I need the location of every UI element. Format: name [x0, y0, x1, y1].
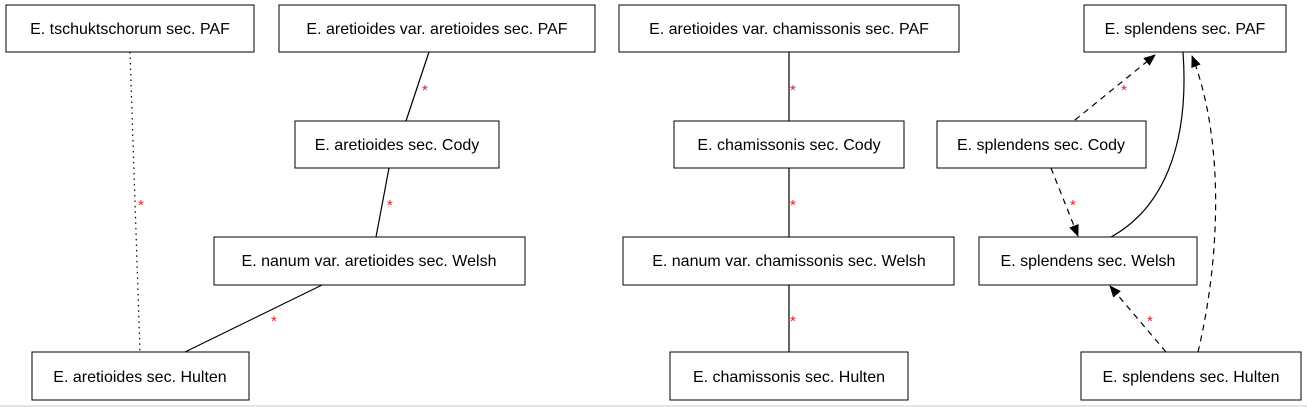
node-splendens-paf: E. splendens sec. PAF	[1083, 4, 1287, 53]
edge-marker-star: *	[790, 197, 796, 214]
node-label: E. splendens sec. PAF	[1105, 21, 1266, 38]
node-label: E. aretioides sec. Hulten	[53, 369, 226, 386]
node-label: E. tschuktschorum sec. PAF	[30, 21, 230, 38]
node-label: E. aretioides var. aretioides sec. PAF	[306, 21, 567, 38]
node-label: E. aretioides var. chamissonis sec. PAF	[649, 21, 929, 38]
edge-splend-hulten-to-splend-paf	[1191, 55, 1217, 353]
node-label: E. splendens sec. Hulten	[1103, 369, 1280, 386]
node-label: E. nanum var. aretioides sec. Welsh	[242, 253, 497, 270]
edge-marker-star: *	[271, 313, 277, 330]
node-chamissonis-cody: E. chamissonis sec. Cody	[673, 120, 905, 169]
node-label: E. chamissonis sec. Hulten	[693, 369, 885, 386]
edge-splend-cody-to-splend-welsh: *	[1050, 167, 1079, 237]
edge-marker-star: *	[1121, 82, 1127, 99]
node-aretioides-hulten: E. aretioides sec. Hulten	[31, 351, 250, 401]
node-aretioides-var-aretioides-paf: E. aretioides var. aretioides sec. PAF	[278, 4, 596, 53]
node-splendens-hulten: E. splendens sec. Hulten	[1080, 351, 1302, 401]
edge-aret-paf-to-aret-cody: *	[405, 51, 430, 122]
node-label: E. chamissonis sec. Cody	[697, 137, 880, 154]
node-chamissonis-hulten: E. chamissonis sec. Hulten	[669, 351, 909, 401]
edge-splend-paf-to-splend-welsh	[1110, 51, 1185, 238]
edge-marker-star: *	[790, 82, 796, 99]
edge-cham-paf-to-cham-cody: *	[788, 52, 796, 121]
edge-nanum-cham-welsh-to-cham-hulten: *	[788, 285, 796, 352]
edge-nanum-aret-welsh-to-aret-hulten: *	[184, 284, 323, 353]
edge-marker-star: *	[138, 197, 144, 214]
node-splendens-cody: E. splendens sec. Cody	[936, 120, 1147, 169]
edge-aret-cody-to-nanum-aret-welsh: *	[375, 167, 393, 238]
node-splendens-welsh: E. splendens sec. Welsh	[978, 236, 1198, 286]
edge-marker-star: *	[1147, 313, 1153, 330]
node-label: E. splendens sec. Cody	[957, 137, 1125, 154]
node-tschuktschorum-paf: E. tschuktschorum sec. PAF	[5, 4, 255, 53]
node-nanum-var-aretioides-welsh: E. nanum var. aretioides sec. Welsh	[213, 236, 526, 286]
edge-marker-star: *	[387, 197, 393, 214]
edge-splend-hulten-to-splend-welsh: *	[1109, 285, 1167, 353]
edge-splend-cody-to-splend-paf: *	[1074, 54, 1156, 121]
edge-tschuk-paf-to-aret-hulten: *	[129, 51, 144, 353]
node-aretioides-cody: E. aretioides sec. Cody	[294, 120, 500, 169]
node-aretioides-var-chamissonis-paf: E. aretioides var. chamissonis sec. PAF	[618, 4, 960, 53]
edge-marker-star: *	[790, 313, 796, 330]
node-nanum-var-chamissonis-welsh: E. nanum var. chamissonis sec. Welsh	[622, 236, 955, 286]
edge-cham-cody-to-nanum-cham-welsh: *	[788, 168, 796, 237]
node-label: E. aretioides sec. Cody	[315, 137, 480, 154]
node-label: E. splendens sec. Welsh	[1001, 253, 1176, 270]
edge-marker-star: *	[1070, 197, 1076, 214]
edge-marker-star: *	[422, 82, 428, 99]
node-label: E. nanum var. chamissonis sec. Welsh	[652, 253, 926, 270]
